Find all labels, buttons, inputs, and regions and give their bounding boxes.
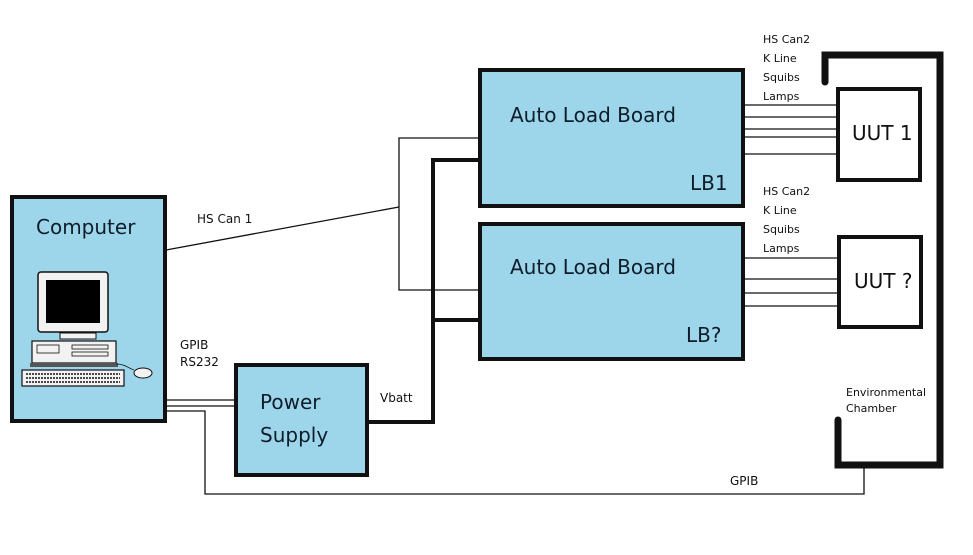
uut1-signal-squibs: Squibs	[763, 71, 800, 84]
uutn-signal-hs-can2: HS Can2	[763, 185, 810, 198]
uut-n-block	[837, 235, 923, 329]
uut1-signal-hs-can2: HS Can2	[763, 33, 810, 46]
uut-1-block	[836, 87, 922, 182]
auto-load-board-n	[478, 222, 745, 361]
gpib-chamber-wire	[166, 410, 865, 495]
load-board-1-id: LB1	[690, 171, 728, 195]
uut1-signal-k-line: K Line	[763, 52, 797, 65]
vbatt-wire-lb1	[368, 158, 480, 424]
rs232-label: RS232	[180, 355, 219, 369]
uutn-signal-k-line: K Line	[763, 204, 797, 217]
power-supply-label-line2: Supply	[260, 423, 328, 447]
chamber-label-line1: Environmental	[846, 386, 926, 399]
computer-icon	[21, 271, 153, 387]
uut-n-label: UUT ?	[854, 269, 912, 293]
load-board-1-title: Auto Load Board	[510, 103, 676, 127]
gpib-chamber-label: GPIB	[730, 474, 758, 488]
auto-load-board-1	[478, 68, 745, 208]
load-board-n-title: Auto Load Board	[510, 255, 676, 279]
uutn-signal-squibs: Squibs	[763, 223, 800, 236]
uutn-signal-lamps: Lamps	[763, 242, 800, 255]
vbatt-label: Vbatt	[380, 391, 413, 405]
environmental-chamber-wall	[821, 51, 944, 469]
uut1-signal-bus	[743, 104, 838, 155]
uutn-signal-bus	[743, 257, 838, 307]
hs-can1-wire	[165, 206, 400, 251]
uut-1-label: UUT 1	[852, 121, 913, 145]
chamber-label-line2: Chamber	[846, 402, 897, 415]
power-supply-label-line1: Power	[260, 390, 321, 414]
gpib-label: GPIB	[180, 338, 208, 352]
power-supply-block	[234, 363, 369, 477]
load-board-n-id: LB?	[686, 323, 721, 347]
hs-can1-bus	[398, 137, 480, 291]
computer-label: Computer	[36, 215, 136, 239]
uut1-signal-lamps: Lamps	[763, 90, 800, 103]
hs-can1-label: HS Can 1	[197, 212, 252, 226]
